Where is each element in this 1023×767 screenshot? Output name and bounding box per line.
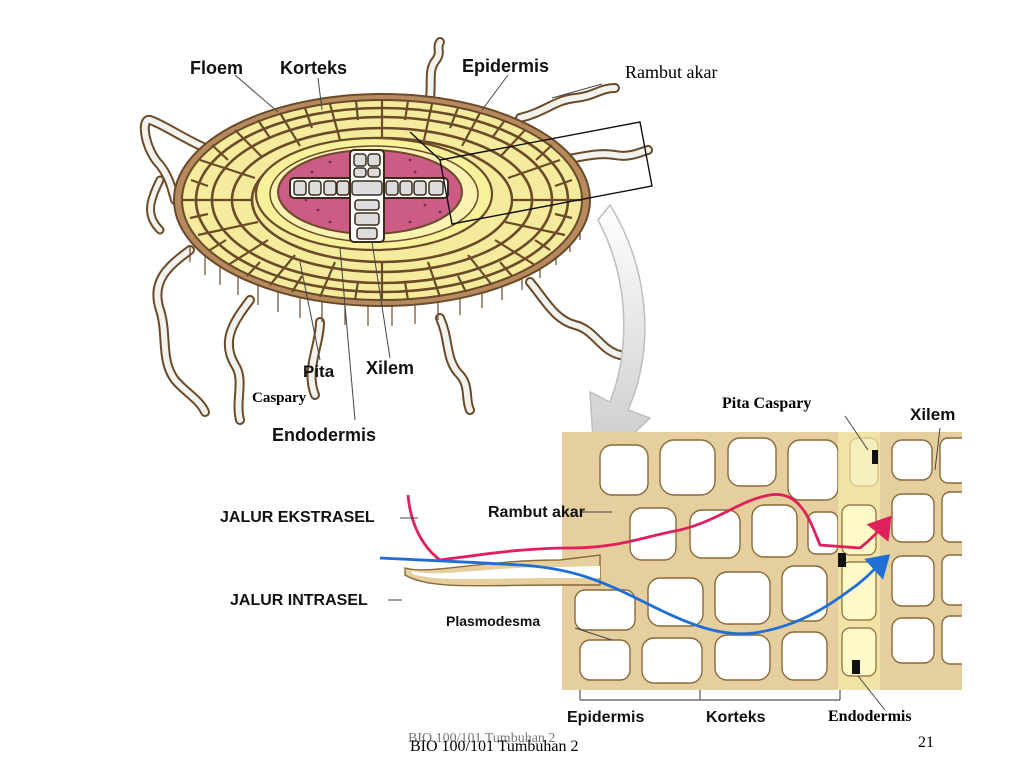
xylem-cross	[289, 149, 449, 243]
tissue-brackets	[579, 690, 841, 701]
label-plasmodesma: Plasmodesma	[446, 613, 540, 629]
detail-tissue	[562, 432, 962, 690]
detail-labels: Pita Caspary Xilem JALUR EKSTRASEL Rambu…	[220, 395, 955, 726]
label-jalur-intrasel: JALUR INTRASEL	[230, 592, 368, 609]
leader-lines	[234, 74, 603, 421]
cross-section-labels: Floem Korteks Epidermis Rambut akar Pita…	[190, 56, 717, 445]
label-detail-epidermis: Epidermis	[567, 709, 644, 726]
root-hairs	[139, 37, 653, 425]
label-xilem: Xilem	[366, 358, 414, 378]
label-pita: Pita	[303, 362, 335, 381]
page-number: 21	[918, 734, 934, 751]
label-jalur-ekstrasel: JALUR EKSTRASEL	[220, 509, 375, 526]
cortex-cells	[182, 100, 582, 301]
label-endodermis: Endodermis	[272, 425, 376, 445]
footer-title-ghost: BIO 100/101 Tumbuhan 2	[408, 731, 556, 746]
label-detail-rambut-akar: Rambut akar	[488, 504, 585, 521]
epidermis-edge-lines	[189, 222, 581, 326]
label-floem: Floem	[190, 58, 243, 78]
label-detail-korteks: Korteks	[706, 709, 766, 726]
label-detail-endodermis: Endodermis	[828, 708, 912, 725]
footer-title: BIO 100/101 Tumbuhan 2	[410, 738, 579, 755]
root-cross-section	[139, 37, 653, 425]
detail-leader-lines	[388, 415, 941, 711]
label-rambut-akar: Rambut akar	[625, 62, 717, 82]
label-pita-caspary: Pita Caspary	[722, 395, 811, 412]
zoom-box	[409, 121, 653, 225]
label-epidermis: Epidermis	[462, 56, 549, 76]
label-caspary: Caspary	[252, 390, 307, 406]
label-korteks: Korteks	[280, 58, 347, 78]
caspary-bands	[838, 450, 878, 674]
label-detail-xilem: Xilem	[910, 405, 955, 424]
intracellular-path	[379, 554, 891, 636]
